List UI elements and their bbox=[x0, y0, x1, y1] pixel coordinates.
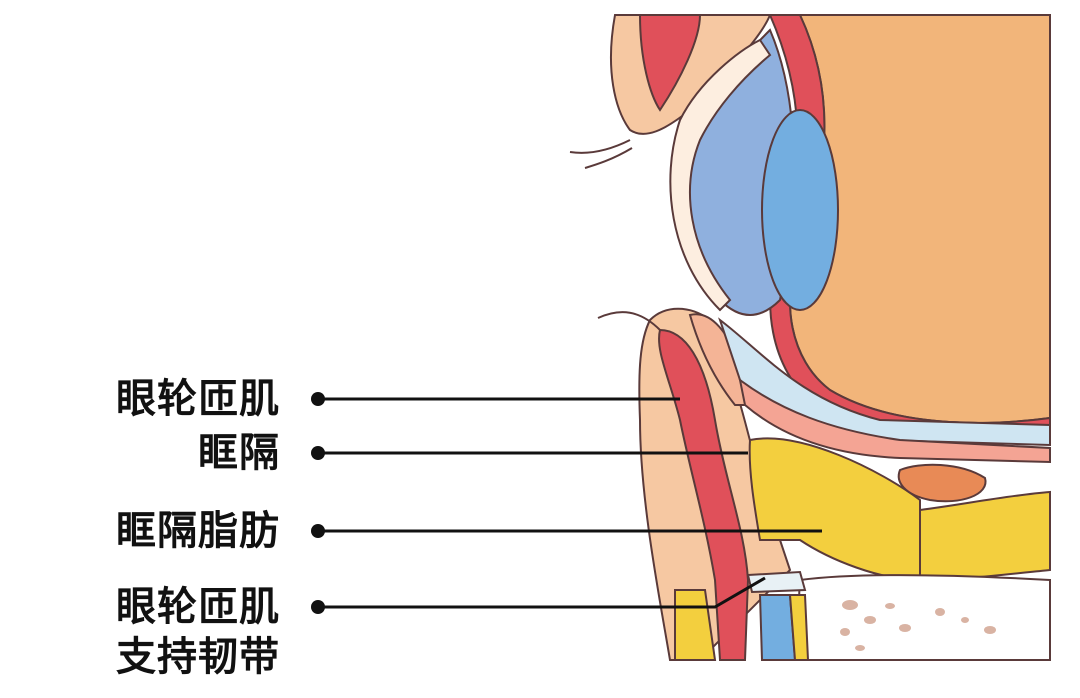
upper-eyelash bbox=[569, 139, 631, 154]
label-orbicularis-oculi: 眼轮匝肌 bbox=[116, 376, 280, 422]
deep-yellow-layer bbox=[788, 594, 810, 661]
label-orbital-septum-fat: 眶隔脂肪 bbox=[116, 508, 280, 554]
orbital-bone bbox=[798, 574, 1051, 661]
orbital-fat-right bbox=[919, 490, 1051, 582]
inferior-oblique bbox=[897, 463, 987, 503]
inferior-rectus bbox=[738, 377, 1051, 464]
cornea-rim bbox=[669, 38, 772, 312]
upper-eyelash-2 bbox=[584, 147, 633, 169]
leader-line-ligament bbox=[311, 576, 766, 614]
label-ligament-line1: 眼轮匝肌 bbox=[116, 584, 280, 630]
upper-eyelid-muscle bbox=[638, 14, 702, 112]
leader-line-septum bbox=[311, 446, 748, 460]
orbicularis-muscle bbox=[658, 328, 750, 661]
orbital-fat bbox=[748, 437, 921, 582]
leader-line-septum-fat bbox=[311, 524, 822, 538]
leader-line-orbicularis bbox=[311, 392, 680, 406]
lower-eyelash bbox=[597, 311, 661, 331]
lens bbox=[761, 109, 839, 311]
label-ligament-line2: 支持韧带 bbox=[116, 634, 280, 680]
label-orbital-septum: 眶隔 bbox=[198, 430, 280, 476]
bone-pores bbox=[840, 600, 996, 651]
